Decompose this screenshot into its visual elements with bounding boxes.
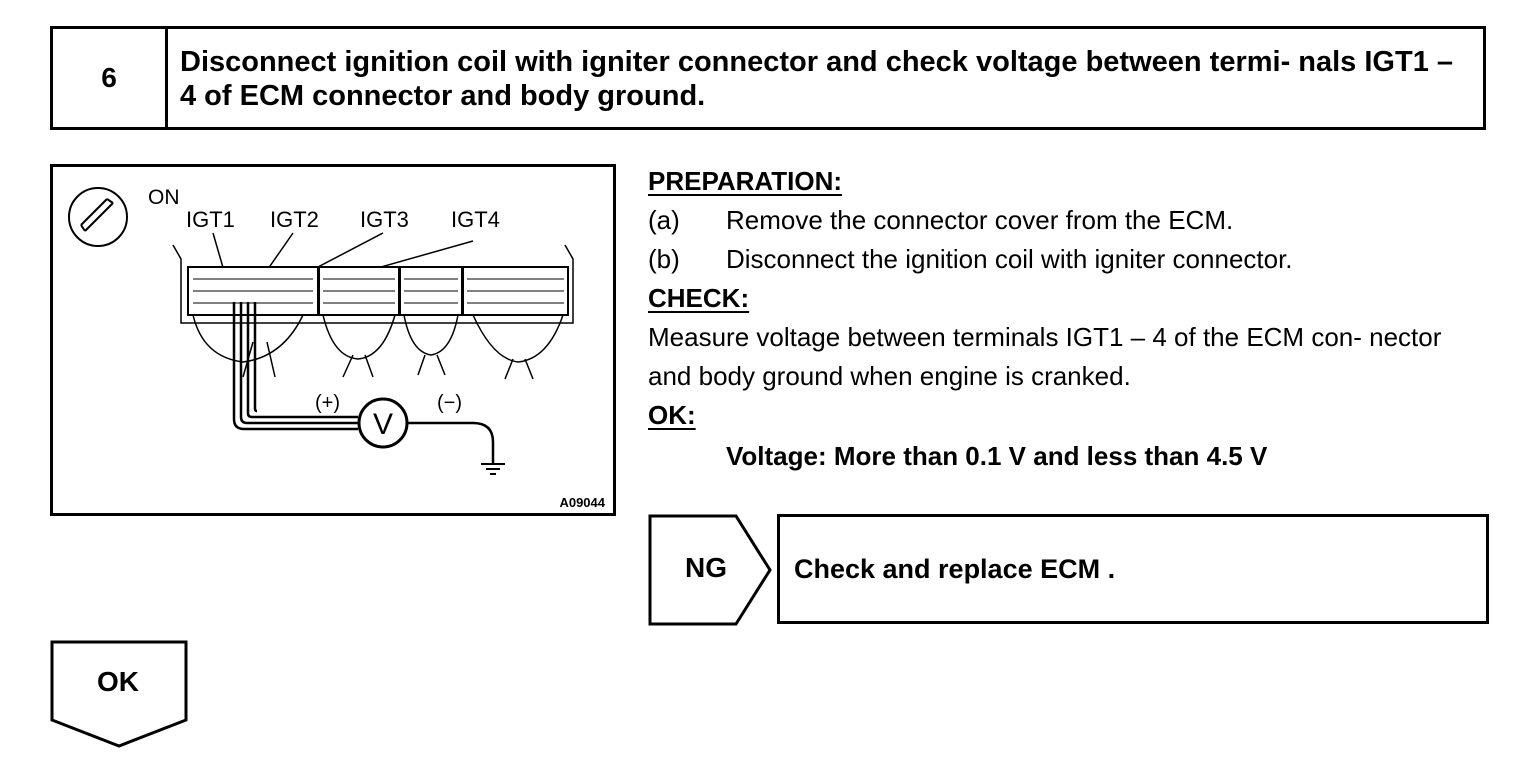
ok-heading: OK: (648, 400, 696, 430)
terminal-label-igt1: IGT1 (186, 207, 235, 232)
ng-label: NG (685, 552, 727, 583)
terminal-label-igt3: IGT3 (360, 207, 409, 232)
terminal-label-igt2: IGT2 (270, 207, 319, 232)
instructions: PREPARATION: (a) Remove the connector co… (648, 162, 1498, 476)
step-text: Disconnect the ignition coil with ignite… (726, 244, 1293, 274)
wire-harness (192, 314, 564, 380)
ecm-connector (172, 244, 574, 324)
probe-wires (232, 302, 358, 431)
check-text: Measure voltage between terminals IGT1 –… (648, 322, 1442, 391)
ng-arrow-icon (648, 514, 772, 626)
ng-action-text: Check and replace ECM . (794, 553, 1116, 584)
terminal-label-igt4: IGT4 (451, 207, 500, 232)
ground-icon (481, 463, 505, 475)
voltmeter-symbol: V (373, 408, 393, 441)
ok-label: OK (97, 666, 139, 697)
wiring-figure: ON IGT1 IGT2 IGT3 IGT4 (50, 164, 616, 516)
positive-probe-label: (+) (315, 392, 340, 414)
step-label: (a) (648, 205, 680, 235)
step-header: 6 Disconnect ignition coil with igniter … (50, 26, 1486, 130)
negative-probe-label: (−) (437, 392, 462, 414)
step-number: 6 (53, 29, 168, 127)
ignition-on-label: ON (148, 186, 180, 209)
ng-action-box: Check and replace ECM . (777, 514, 1489, 624)
preparation-step: (b) Disconnect the ignition coil with ig… (648, 240, 1498, 279)
step-label: (b) (648, 244, 680, 274)
wiring-diagram: ON IGT1 IGT2 IGT3 IGT4 (68, 186, 606, 510)
check-heading: CHECK: (648, 283, 750, 313)
preparation-step: (a) Remove the connector cover from the … (648, 201, 1498, 240)
step-title: Disconnect ignition coil with igniter co… (180, 46, 1454, 112)
figure-code: A09044 (559, 495, 605, 510)
ok-arrow-icon (50, 640, 188, 748)
ok-value: Voltage: More than 0.1 V and less than 4… (726, 441, 1268, 471)
preparation-heading: PREPARATION: (648, 166, 843, 196)
ignition-key-icon (68, 187, 128, 247)
step-text: Remove the connector cover from the ECM. (726, 205, 1234, 235)
